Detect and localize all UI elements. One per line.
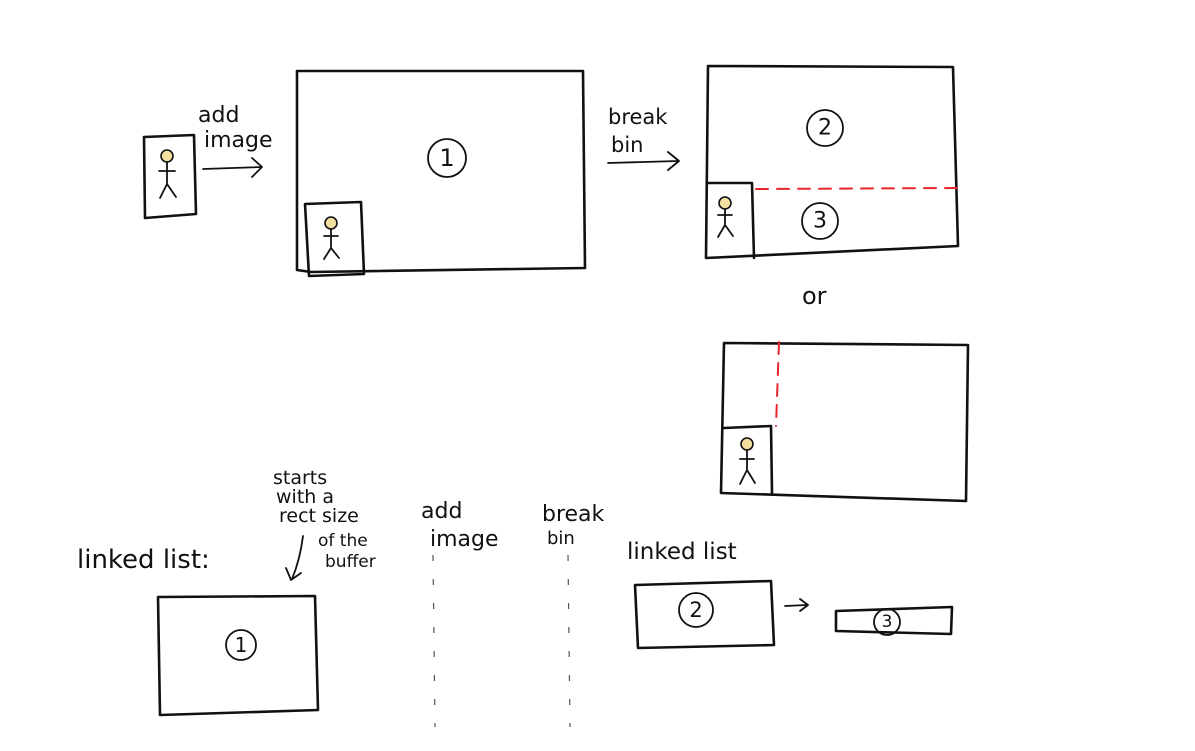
svg-text:starts: starts	[273, 467, 327, 489]
buffer-split-horizontal: 2 3	[704, 64, 960, 260]
arrow-icon	[784, 598, 809, 612]
arrow-icon	[607, 151, 680, 171]
bin-number: 1	[235, 633, 248, 657]
bin-number-circle	[678, 592, 714, 628]
split-line	[775, 341, 780, 427]
svg-text:image: image	[430, 527, 499, 552]
bin-number-circle	[801, 202, 839, 240]
arrow-icon	[202, 157, 263, 178]
bin-number-circle	[427, 138, 467, 178]
image-card-standalone	[142, 133, 198, 220]
svg-text:of the: of the	[318, 531, 368, 551]
svg-text:with a: with a	[276, 486, 334, 508]
stick-figure-icon	[717, 196, 734, 238]
buffer-split-vertical	[719, 341, 970, 503]
stick-figure-icon	[158, 149, 177, 199]
stick-figure-icon	[739, 437, 756, 485]
image-label: image	[204, 128, 273, 153]
stick-figure-icon	[323, 216, 340, 260]
break-bin-label-bottom: break bin	[542, 502, 605, 549]
arrow-icon	[285, 535, 304, 581]
bin-number: 3	[813, 209, 827, 234]
break-label: break	[608, 105, 668, 129]
bin-number: 1	[439, 144, 454, 172]
svg-text:buffer: buffer	[325, 552, 376, 572]
bin-label: bin	[611, 133, 643, 157]
svg-text:bin: bin	[547, 528, 575, 549]
bin-number: 2	[818, 116, 832, 141]
svg-text:rect size: rect size	[279, 505, 359, 527]
svg-text:add: add	[421, 499, 462, 524]
split-line	[755, 187, 959, 190]
linked-list-node-1: 1	[156, 594, 320, 717]
add-label: add	[198, 103, 239, 128]
linked-list-node-2: 2	[633, 579, 776, 650]
divider	[432, 554, 436, 728]
linked-list-label-right: linked list	[627, 539, 737, 565]
buffer-rect-1: 1	[295, 69, 587, 278]
bin-number-circle	[225, 629, 257, 661]
bin-number: 3	[882, 612, 893, 632]
add-image-label-bottom: add image	[421, 499, 499, 552]
bin-number-circle	[873, 608, 901, 636]
svg-text:break: break	[542, 502, 605, 527]
starts-note: starts with a rect size of the buffer	[273, 467, 376, 581]
bin-number: 2	[689, 598, 702, 622]
add-image-label-top: add image	[198, 103, 273, 153]
linked-list-label-left: linked list:	[77, 545, 210, 575]
divider	[567, 554, 571, 728]
break-bin-label-top: break bin	[608, 105, 668, 157]
bin-number-circle	[806, 109, 844, 147]
linked-list-node-3: 3	[834, 605, 954, 636]
or-label: or	[802, 282, 827, 310]
